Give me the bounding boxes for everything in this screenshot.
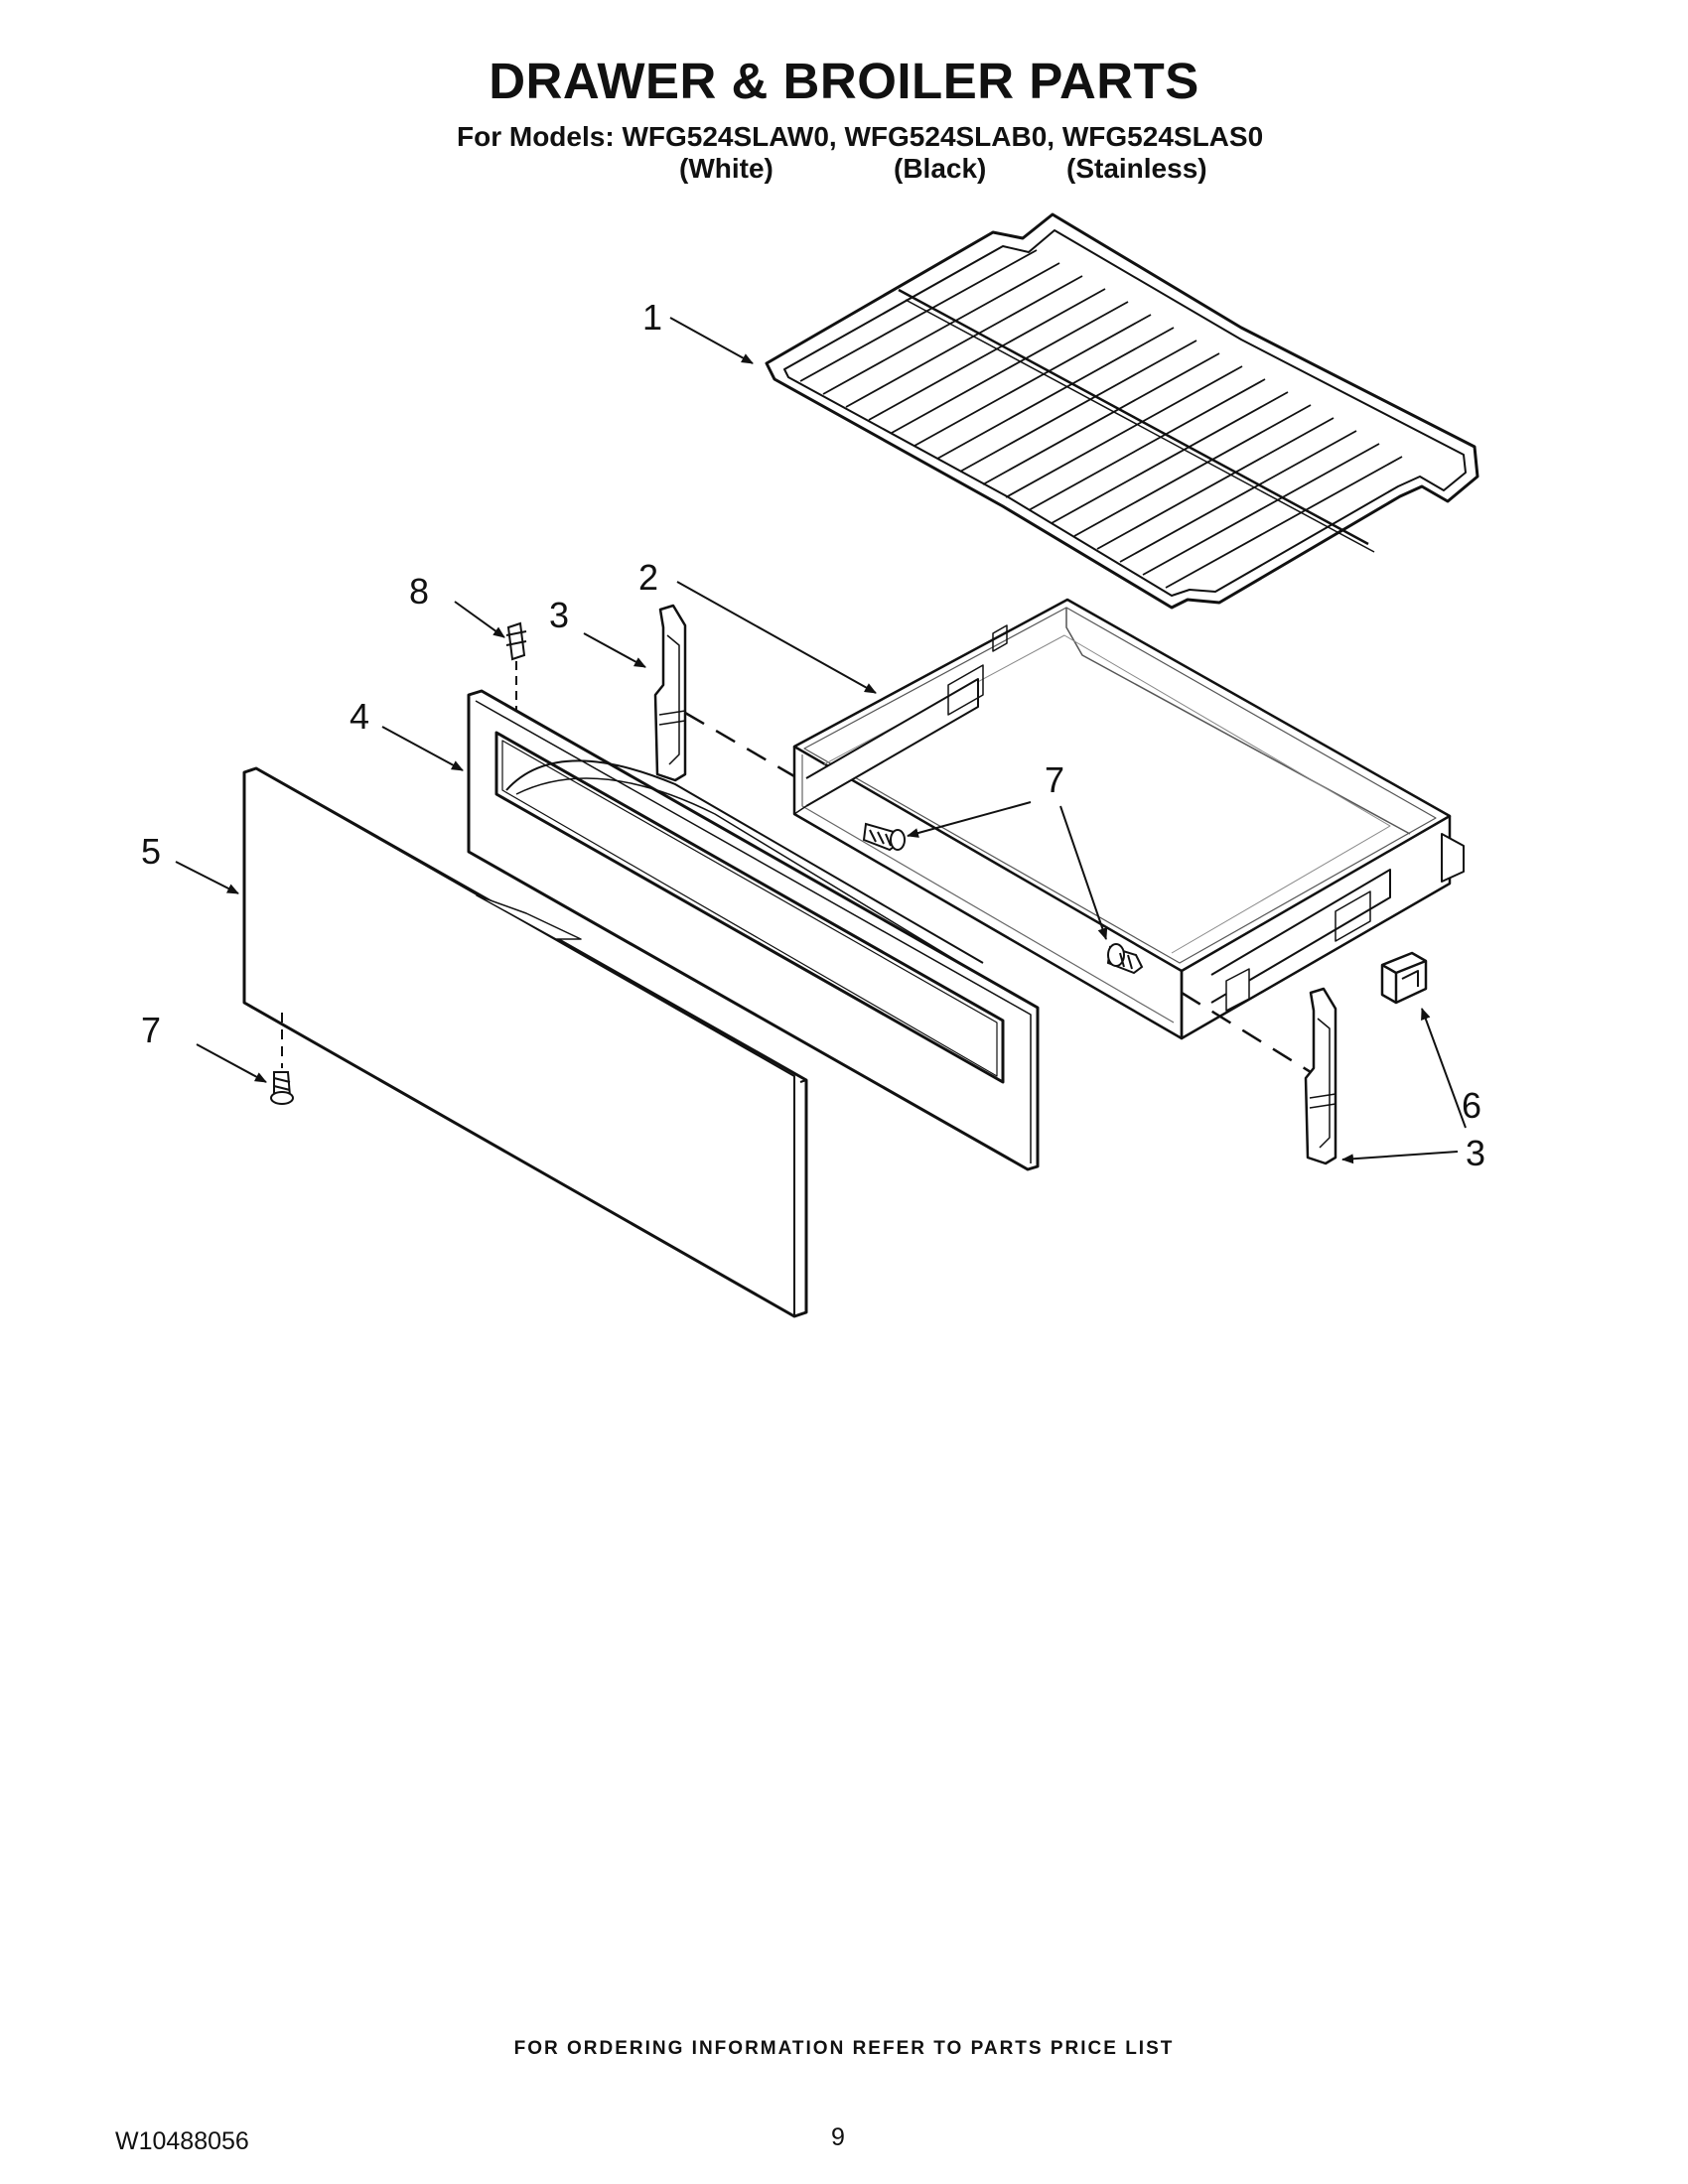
callout-5: 5 [141, 831, 161, 872]
callout-7-drawer: 7 [1045, 759, 1064, 800]
document-number: W10488056 [115, 2127, 249, 2155]
clip-stud [505, 621, 527, 661]
page-number: 9 [831, 2123, 845, 2151]
callout-8: 8 [409, 571, 429, 612]
bracket-clip [1380, 951, 1428, 1005]
callout-7-front: 7 [141, 1010, 161, 1050]
callout-6: 6 [1462, 1085, 1481, 1126]
callout-4: 4 [350, 696, 369, 737]
ordering-note: FOR ORDERING INFORMATION REFER TO PARTS … [513, 2038, 1175, 2059]
oven-rack [765, 212, 1479, 610]
drawer-front-panel [242, 766, 808, 1318]
guide-alignment-left [684, 711, 795, 778]
leader-arrows [175, 317, 1467, 1164]
guide-alignment-right [1181, 991, 1312, 1074]
screw-front-panel [270, 1071, 294, 1105]
screw-drawer-right [1106, 943, 1144, 975]
callout-1: 1 [642, 297, 662, 338]
variant-black: (Black) [894, 153, 987, 184]
page-title: DRAWER & BROILER PARTS [489, 53, 1199, 109]
variant-stainless: (Stainless) [1066, 153, 1207, 184]
screw-drawer-left [862, 822, 906, 852]
callout-2: 2 [638, 557, 658, 598]
drawer-guide-left [653, 604, 687, 782]
variant-white: (White) [679, 153, 774, 184]
callout-3-left: 3 [549, 595, 569, 635]
models-line: For Models: WFG524SLAW0, WFG524SLAB0, WF… [457, 121, 1264, 152]
drawer-body [792, 598, 1465, 1040]
drawer-guide-right [1304, 987, 1337, 1165]
drawer-inner-panel [467, 689, 1040, 1171]
oven-rack-wires [799, 249, 1403, 589]
callout-3-right: 3 [1466, 1133, 1485, 1173]
